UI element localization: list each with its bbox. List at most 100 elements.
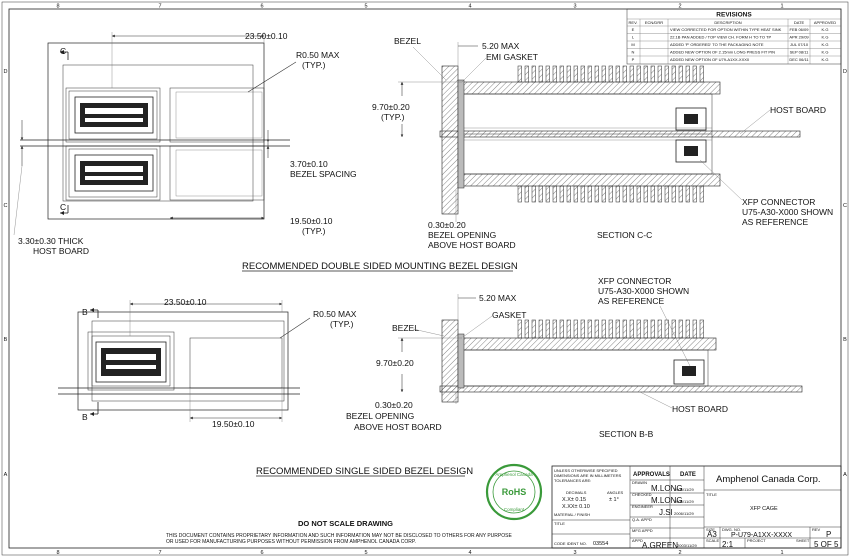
row-letter: D xyxy=(843,69,847,75)
revision-cell: P xyxy=(632,57,635,62)
rev-label: REV xyxy=(812,527,821,532)
col-number: 3 xyxy=(573,550,576,556)
heatsink-fin xyxy=(629,65,634,83)
tol-angle-value: ± 1° xyxy=(609,497,619,503)
revision-cell: ADDED 'P' ORDERED' TO THE PACKAGING NOTE xyxy=(670,42,764,47)
col-number: 6 xyxy=(260,550,263,556)
label-bezel-top: BEZEL xyxy=(394,36,421,46)
heatsink-fin xyxy=(692,185,697,203)
sheet-label: SHEET xyxy=(796,538,810,543)
heatsink-fin xyxy=(636,185,641,203)
heatsink-fin xyxy=(566,185,571,203)
heatsink-fin xyxy=(573,65,578,83)
tol-line-3: TOLERANCES ARE: xyxy=(554,478,591,483)
col-number: 1 xyxy=(780,4,783,10)
label-bezel-open-top-2: ABOVE HOST BOARD xyxy=(428,240,516,250)
connector-single xyxy=(95,341,167,383)
heatsink-fin xyxy=(601,319,606,339)
sheet-value: 5 OF 5 xyxy=(814,540,839,549)
heatsink-fin xyxy=(699,319,704,339)
col-number: 2 xyxy=(678,4,681,10)
heatsink-fin xyxy=(538,185,543,203)
border-column-numbers: 8 7 6 5 4 3 2 1 8 7 6 5 4 3 2 1 xyxy=(56,4,783,557)
scale-label: SCALE xyxy=(706,538,719,543)
heatsink-fin xyxy=(685,65,690,83)
label-bezel-gap-top: 0.30±0.20 xyxy=(428,220,466,230)
label-connector-bottom-2: U75-A30-X000 SHOWN xyxy=(598,286,689,296)
heatsink-fin xyxy=(629,185,634,203)
heatsink-fin xyxy=(594,65,599,83)
heatsink-fin xyxy=(678,319,683,339)
revision-cell: APR 29/09 xyxy=(789,35,809,40)
revision-cell: K.G xyxy=(822,35,829,40)
col-number: 1 xyxy=(780,550,783,556)
col-number: 3 xyxy=(573,4,576,10)
heatsink-fin xyxy=(685,319,690,339)
border-row-letters: D C B A D C B A xyxy=(4,69,848,478)
heatsink-fin xyxy=(545,65,550,83)
checked-by: M.LONG xyxy=(651,496,683,505)
row-letter: B xyxy=(843,337,847,343)
heatsink-fin xyxy=(678,185,683,203)
dim-width-bottom: 23.50±0.10 xyxy=(164,297,207,307)
label-gasket-bottom: GASKET xyxy=(492,310,526,320)
heatsink-fin xyxy=(664,185,669,203)
heatsink-fin xyxy=(643,185,648,203)
heatsink-fin xyxy=(629,319,634,339)
heatsink-fin xyxy=(615,319,620,339)
caption-single: RECOMMENDED SINGLE SIDED BEZEL DESIGN xyxy=(256,466,473,477)
heatsink-fin xyxy=(531,319,536,339)
heatsink-fin xyxy=(601,185,606,203)
dim-radius-bottom: R0.50 MAX xyxy=(313,309,357,319)
rev-header: APPROVED xyxy=(814,20,836,25)
heatsink-fin xyxy=(664,319,669,339)
heatsink-fin xyxy=(636,65,641,83)
label-bezel-open-bottom-2: ABOVE HOST BOARD xyxy=(354,422,442,432)
revision-cell: N xyxy=(632,50,635,55)
heatsink-fin xyxy=(524,185,529,203)
rev-header: DATE xyxy=(794,20,805,25)
row-letter: C xyxy=(4,203,8,209)
section-mark-c-top: C xyxy=(60,46,66,56)
heatsink-fin xyxy=(587,185,592,203)
heatsink-fin xyxy=(678,65,683,83)
front-view-double: C C 23.50±0.10 R0.50 MAX (TYP.) 3.70±0.1… xyxy=(13,31,357,256)
heatsink-fin xyxy=(566,319,571,339)
qa-label: Q.A. APPD xyxy=(632,517,652,522)
col-number: 7 xyxy=(158,550,161,556)
heatsink-fin xyxy=(664,65,669,83)
col-number: 4 xyxy=(468,550,471,556)
title-block: UNLESS OTHERWISE SPECIFIED DIMENSIONS AR… xyxy=(551,465,842,550)
heatsink-fin xyxy=(531,65,536,83)
label-bezel-open-top-1: BEZEL OPENING xyxy=(428,230,496,240)
revision-cell: 22.1B PAN ADDED / TOP VIEW CH. FORM H TO… xyxy=(670,35,771,40)
col-number: 5 xyxy=(364,550,367,556)
label-section-b-b: SECTION B-B xyxy=(599,429,654,439)
heatsink-fin xyxy=(643,319,648,339)
revision-cell: K.G xyxy=(822,27,829,32)
heatsink-fin xyxy=(643,65,648,83)
connector-lower xyxy=(74,154,154,192)
tol-line-1: UNLESS OTHERWISE SPECIFIED xyxy=(554,468,618,473)
section-mark-b-bottom: B xyxy=(82,412,88,422)
heatsink-fin xyxy=(552,319,557,339)
heatsink-fin xyxy=(671,65,676,83)
size-value: A3 xyxy=(707,530,717,539)
heatsink-fin xyxy=(524,319,529,339)
dim-opening-top: 19.50±0.10 xyxy=(290,216,333,226)
rev-header: REV. xyxy=(629,20,638,25)
rev-header: ECN/DRR xyxy=(645,20,663,25)
label-bezel-open-bottom-1: BEZEL OPENING xyxy=(346,411,414,421)
col-number: 5 xyxy=(364,4,367,10)
caption-double-text: RECOMMENDED DOUBLE SIDED MOUNTING BEZEL … xyxy=(242,261,518,272)
heatsink-fin xyxy=(622,185,627,203)
engineer-date: 2006/11/29 xyxy=(674,511,694,516)
section-b-b xyxy=(439,319,803,403)
approvals-header: APPROVALS xyxy=(633,472,670,478)
checked-label: CHECKED xyxy=(632,492,652,497)
revision-cell: VIEW CORRECTED FOR OPTION WITHIN TYPE HE… xyxy=(670,27,782,32)
